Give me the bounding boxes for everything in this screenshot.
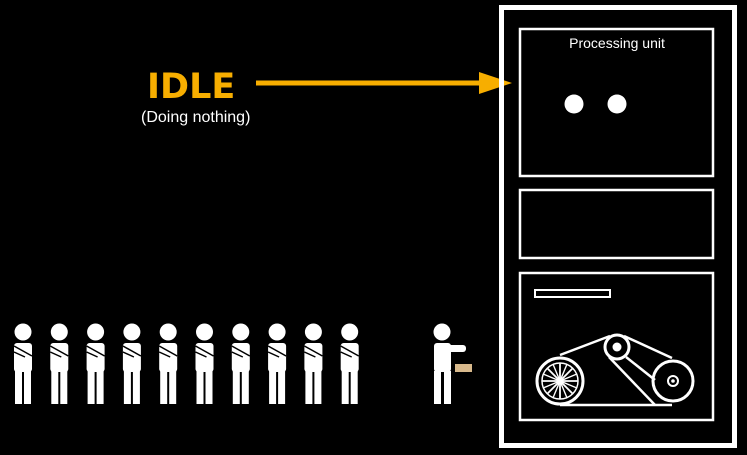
mechanism-box [518, 271, 715, 422]
active-person [433, 323, 472, 404]
waiting-person [49, 323, 69, 404]
belt-gear-icon [535, 333, 695, 407]
waiting-person [195, 323, 214, 404]
machine-frame [499, 5, 737, 448]
waiting-person [122, 323, 142, 404]
waiting-person [231, 323, 251, 404]
memory-slot-box [518, 188, 715, 260]
idle-label: IDLE [147, 67, 235, 107]
machine: Processing unit [499, 5, 737, 448]
waiting-queue [13, 323, 360, 404]
waiting-person [86, 323, 105, 404]
idle-sublabel: (Doing nothing) [141, 109, 250, 126]
spoked-wheel-icon [535, 356, 585, 406]
processing-unit: Processing unit [518, 27, 715, 178]
arrow-to-processing-unit [256, 72, 512, 94]
small-pulley-icon [603, 333, 631, 361]
waiting-person [267, 323, 287, 404]
processing-unit-box [518, 27, 715, 178]
waiting-person [340, 323, 360, 404]
job-card-icon [455, 364, 472, 372]
right-leg [444, 371, 451, 404]
waiting-person [158, 323, 178, 404]
large-pulley-icon [651, 359, 695, 403]
idle-eyes-icon [564, 94, 627, 114]
mechanism-unit [518, 271, 715, 422]
input-slot [534, 289, 611, 298]
head [433, 323, 451, 341]
extended-arm [444, 345, 466, 352]
left-leg [434, 371, 441, 404]
waiting-person [304, 323, 323, 404]
waiting-person [13, 323, 33, 404]
processing-unit-label: Processing unit [569, 35, 665, 51]
